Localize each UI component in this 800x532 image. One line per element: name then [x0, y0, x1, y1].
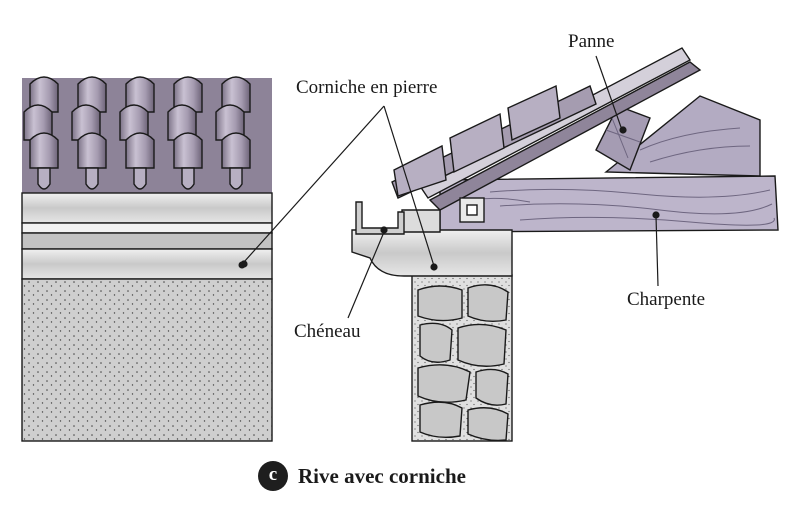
panne-beam — [595, 105, 651, 172]
label-charpente: Charpente — [627, 289, 706, 310]
label-corniche: Corniche en pierre — [296, 77, 438, 98]
elevation-view — [21, 76, 273, 442]
roof-tiles — [22, 76, 272, 193]
leader-lines — [240, 55, 660, 319]
cheneau-gutter — [355, 201, 405, 235]
label-cheneau: Chéneau — [294, 321, 361, 342]
caption-title: Rive avec corniche — [298, 463, 466, 488]
section-view — [351, 47, 779, 442]
stone-cornice — [351, 197, 513, 277]
masonry-wall — [411, 274, 513, 442]
label-panne: Panne — [568, 31, 615, 52]
caption-badge: c — [258, 461, 288, 491]
figure-caption: c Rive avec corniche — [258, 459, 466, 493]
roof-slope — [391, 47, 702, 211]
charpente-beam — [439, 95, 779, 233]
wall-stucco — [21, 278, 273, 442]
cornice-elevation — [21, 192, 273, 280]
